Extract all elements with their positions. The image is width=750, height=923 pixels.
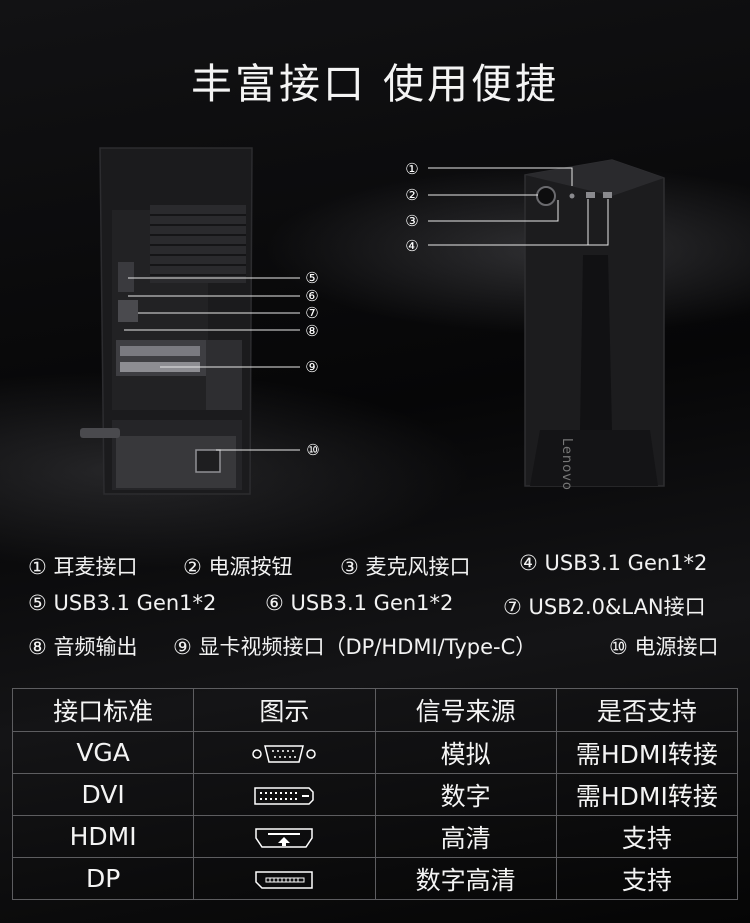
spec-audio-out: ⑧ 音频输出 <box>28 635 138 659</box>
vga-connector-icon <box>252 745 317 763</box>
table-row: VGA 模拟 需HDMI转接 <box>11 731 739 774</box>
cell-standard: DVI <box>11 773 195 816</box>
cell-support: 支持 <box>555 815 739 858</box>
spec-row-2: ⑤ USB3.1 Gen1*2 ⑥ USB3.1 Gen1*2 ⑦ USB2.0… <box>0 591 750 621</box>
callout-7: ⑦ <box>305 304 319 322</box>
cell-standard: DP <box>11 857 195 900</box>
tower-front-view <box>524 159 665 487</box>
spec-rear-usb-1: ⑤ USB3.1 Gen1*2 <box>28 591 217 615</box>
spec-headset-jack: ① 耳麦接口 <box>28 555 138 579</box>
spec-gpu-video: ⑨ 显卡视频接口（DP/HDMI/Type-C） <box>173 635 537 659</box>
hdmi-connector-icon <box>255 828 314 848</box>
brand-logo: Lenovo <box>559 438 574 491</box>
cell-signal: 数字高清 <box>374 857 557 900</box>
callout-2: ② <box>405 186 419 204</box>
spec-power-socket: ⑩ 电源接口 <box>609 635 719 659</box>
callout-8: ⑧ <box>305 322 319 340</box>
table-header-row: 接口标准 图示 信号来源 是否支持 <box>11 688 739 732</box>
table-row: DP 数字高清 支持 <box>11 857 739 900</box>
cell-standard: HDMI <box>11 815 195 858</box>
cell-support: 需HDMI转接 <box>555 731 739 774</box>
dvi-connector-icon <box>254 787 315 805</box>
callout-1: ① <box>405 160 419 178</box>
cell-signal: 数字 <box>374 773 557 816</box>
cell-signal: 高清 <box>374 815 557 858</box>
spec-front-usb: ④ USB3.1 Gen1*2 <box>519 551 708 575</box>
callout-9: ⑨ <box>305 358 319 376</box>
cell-signal: 模拟 <box>374 731 557 774</box>
callout-6: ⑥ <box>305 287 319 305</box>
table-row: DVI 数字 需HDMI转接 <box>11 773 739 816</box>
header-signal: 信号来源 <box>374 688 557 732</box>
cell-support: 支持 <box>555 857 739 900</box>
cell-standard: VGA <box>11 731 195 774</box>
tower-rear-view <box>80 147 253 495</box>
header-support: 是否支持 <box>555 688 739 732</box>
dp-connector-icon <box>255 871 314 889</box>
spec-row-1: ① 耳麦接口 ② 电源按钮 ③ 麦克风接口 ④ USB3.1 Gen1*2 <box>0 551 750 581</box>
callout-4: ④ <box>405 237 419 255</box>
callout-5: ⑤ <box>305 269 319 287</box>
table-row: HDMI 高清 支持 <box>11 815 739 858</box>
callout-3: ③ <box>405 212 419 230</box>
spec-mic-jack: ③ 麦克风接口 <box>340 555 471 579</box>
header-standard: 接口标准 <box>11 688 195 732</box>
header-diagram: 图示 <box>193 688 376 732</box>
spec-rear-usb-2: ⑥ USB3.1 Gen1*2 <box>265 591 454 615</box>
interface-table: 接口标准 图示 信号来源 是否支持 VGA 模拟 需HDMI转接 <box>11 688 739 900</box>
page-title: 丰富接口 使用便捷 <box>190 60 560 108</box>
spec-usb-lan: ⑦ USB2.0&LAN接口 <box>503 595 706 619</box>
spec-power-button: ② 电源按钮 <box>183 555 293 579</box>
callout-10: ⑩ <box>306 441 320 459</box>
product-illustration <box>80 147 665 495</box>
spec-row-3: ⑧ 音频输出 ⑨ 显卡视频接口（DP/HDMI/Type-C） ⑩ 电源接口 <box>0 631 750 661</box>
cell-support: 需HDMI转接 <box>555 773 739 816</box>
